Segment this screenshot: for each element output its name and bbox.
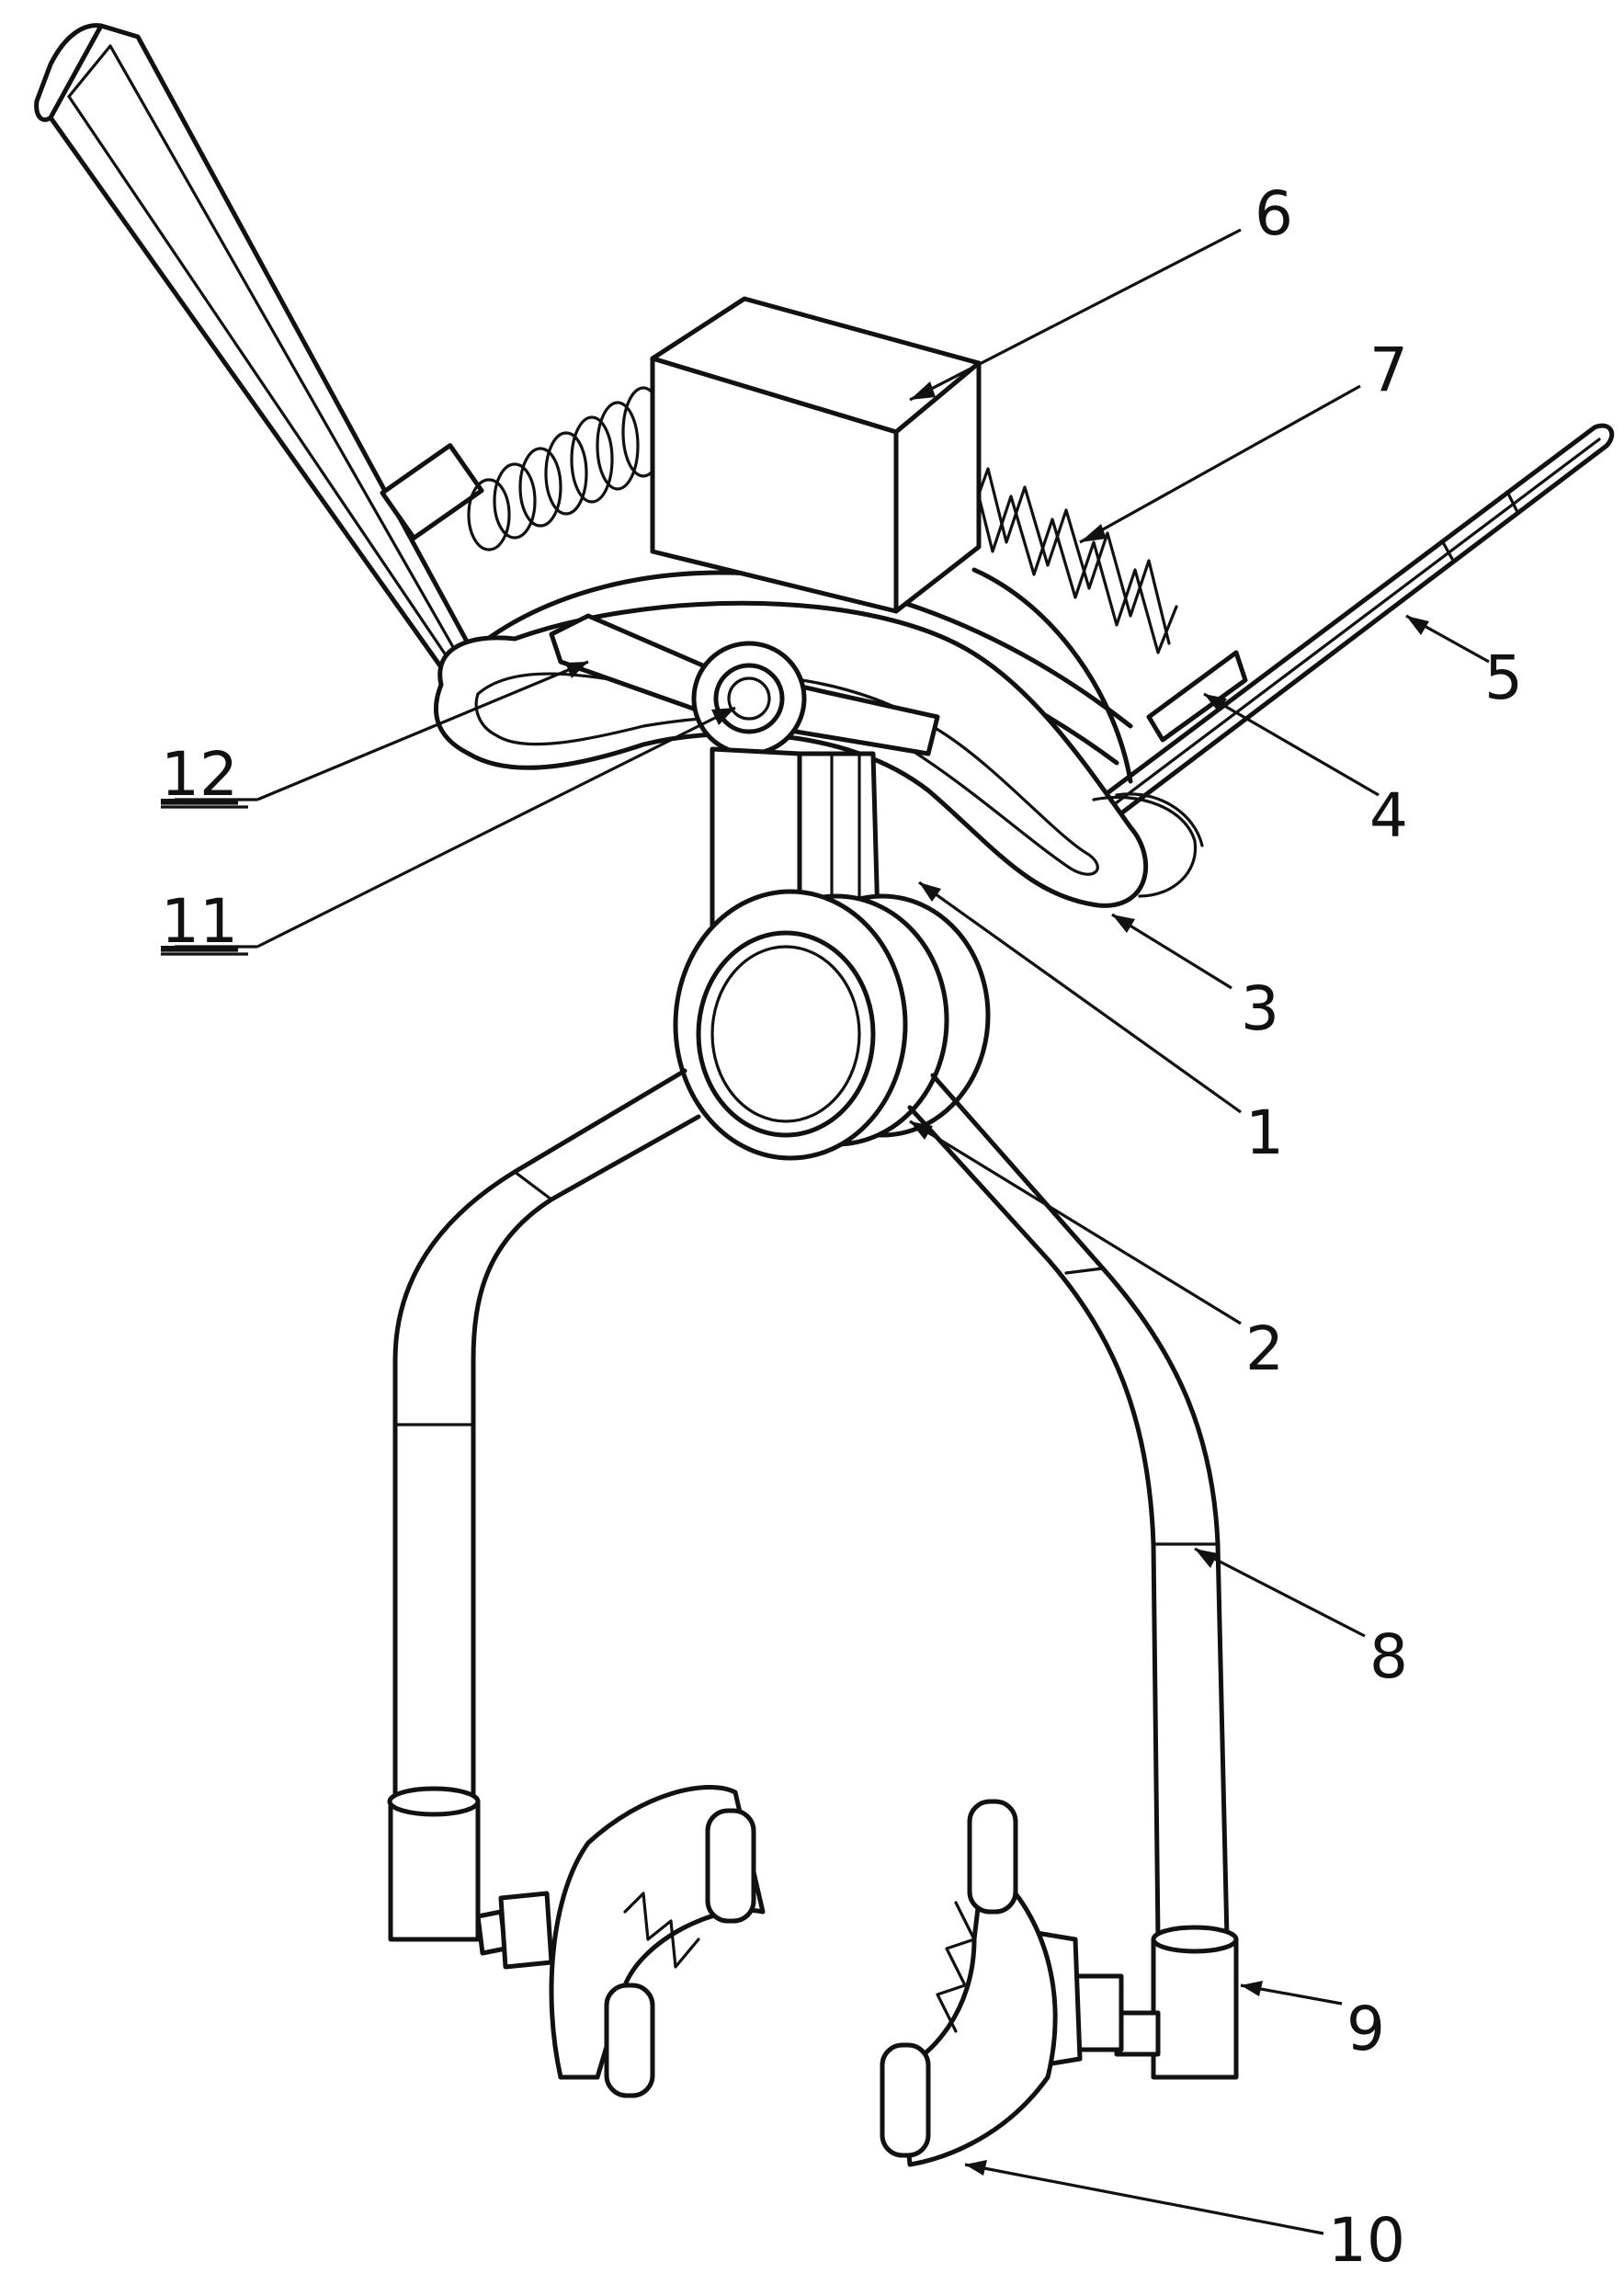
label-1: 1 [1245,1097,1284,1168]
lower-frame [392,1068,1230,1942]
label-12: 12 [161,739,238,810]
rod-sleeves [387,1786,1239,2080]
pivot-hub [673,889,991,1161]
left-handle-bar [34,23,484,683]
label-6: 6 [1255,178,1293,249]
label-3: 3 [1241,973,1279,1044]
label-4: 4 [1369,780,1408,851]
label-10: 10 [1328,2205,1405,2273]
label-7: 7 [1369,335,1408,405]
right-clamp-jaw [880,1799,1161,2167]
mounting-block [650,296,982,614]
leader-lines [175,228,1490,2235]
left-clamp-jaw [475,1785,766,2098]
connecting-stem [710,746,880,936]
label-5: 5 [1484,642,1523,713]
right-handle-bar [1080,423,1615,830]
left-compression-spring [467,386,665,551]
label-11: 11 [161,886,238,957]
label-2: 2 [1245,1313,1284,1384]
label-9: 9 [1346,1994,1385,2064]
locking-lever [549,613,940,756]
label-8: 8 [1369,1621,1408,1692]
